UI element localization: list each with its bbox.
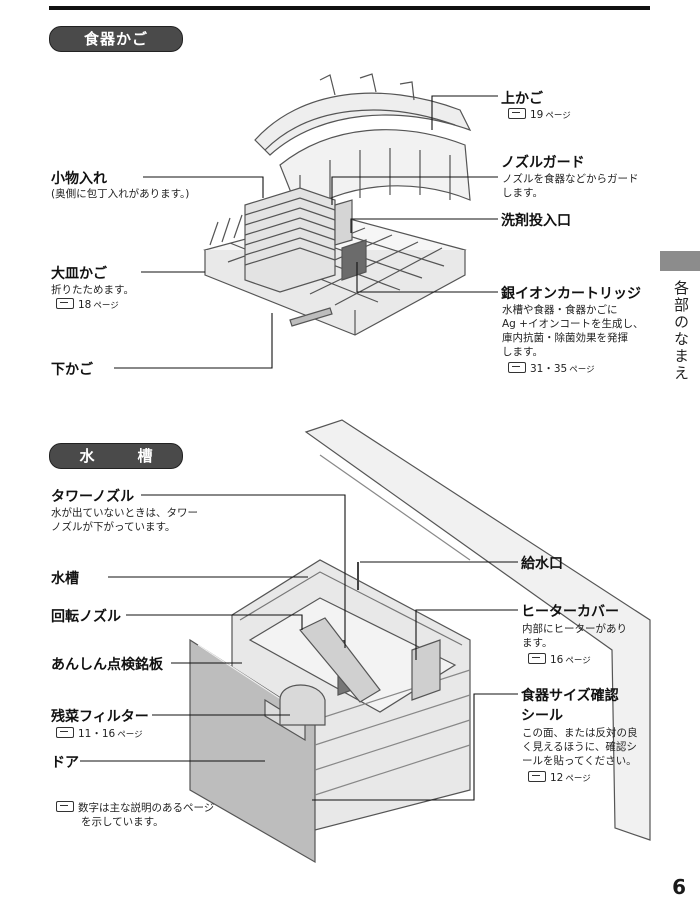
label-nozzle-guard: ノズルガード (501, 155, 585, 171)
label-rotating-nozzle: 回転ノズル (51, 609, 121, 625)
page-ref-icon (508, 362, 526, 373)
desc-large-plate-basket: 折りたためます。 (51, 284, 134, 296)
label-tub: 水槽 (51, 571, 79, 587)
label-safety-inspection-plate: あんしん点検銘板 (51, 657, 163, 673)
label-tower-nozzle: タワーノズル (51, 489, 135, 505)
label-water-inlet: 給水口 (521, 556, 563, 572)
label-size-seal-line1: 食器サイズ確認 (521, 688, 619, 704)
label-small-items-holder: 小物入れ (51, 171, 107, 187)
dishwasher-tub-illustration (189, 419, 651, 864)
section-title-tub: 水 槽 (49, 443, 183, 469)
desc-nozzle-guard: ノズルを食器などからガード します。 (502, 173, 639, 199)
footnote: 数字は主な説明のあるページ を示しています。 (56, 801, 214, 829)
desc-small-items-holder: (奥側に包丁入れがあります。) (51, 188, 190, 200)
desc-tower-nozzle: 水が出ていないときは、タワー ノズルが下がっています。 (51, 507, 198, 533)
label-heater-cover: ヒーターカバー (521, 604, 619, 620)
label-door: ドア (51, 755, 79, 771)
label-large-plate-basket: 大皿かご (51, 266, 107, 282)
page-ref-icon (56, 298, 74, 309)
page-ref-icon (56, 801, 74, 812)
side-tab-marker (660, 251, 700, 271)
page-number: 6 (672, 875, 686, 899)
label-upper-basket: 上かご (501, 91, 543, 107)
side-tab-title: 各部のなまえ (672, 280, 690, 382)
top-rule (49, 6, 650, 10)
basket-leader-lines (114, 95, 498, 369)
label-residue-filter: 残菜フィルター (51, 709, 149, 725)
label-silver-ion-cartridge: 銀イオンカートリッジ (501, 286, 641, 302)
label-detergent-inlet: 洗剤投入口 (501, 213, 571, 229)
page-ref-icon (528, 771, 546, 782)
section-title-basket: 食器かご (49, 26, 183, 52)
dish-basket-illustration (203, 73, 472, 336)
page-ref-icon (508, 108, 526, 119)
desc-silver-ion-cartridge: 水槽や食器・食器かごに Ag +イオンコートを生成し、 庫内抗菌・除菌効果を発揮… (502, 304, 644, 358)
page-ref-icon (528, 653, 546, 664)
tub-leader-lines (80, 494, 518, 801)
page-ref-icon (56, 727, 74, 738)
label-size-seal-line2: シール (521, 708, 563, 724)
label-lower-basket: 下かご (51, 362, 93, 378)
desc-heater-cover: 内部にヒーターがあり ます。 (522, 623, 627, 649)
desc-size-seal: この面、または反対の良 く見えるほうに、確認シ ールを貼ってください。 (522, 727, 638, 767)
